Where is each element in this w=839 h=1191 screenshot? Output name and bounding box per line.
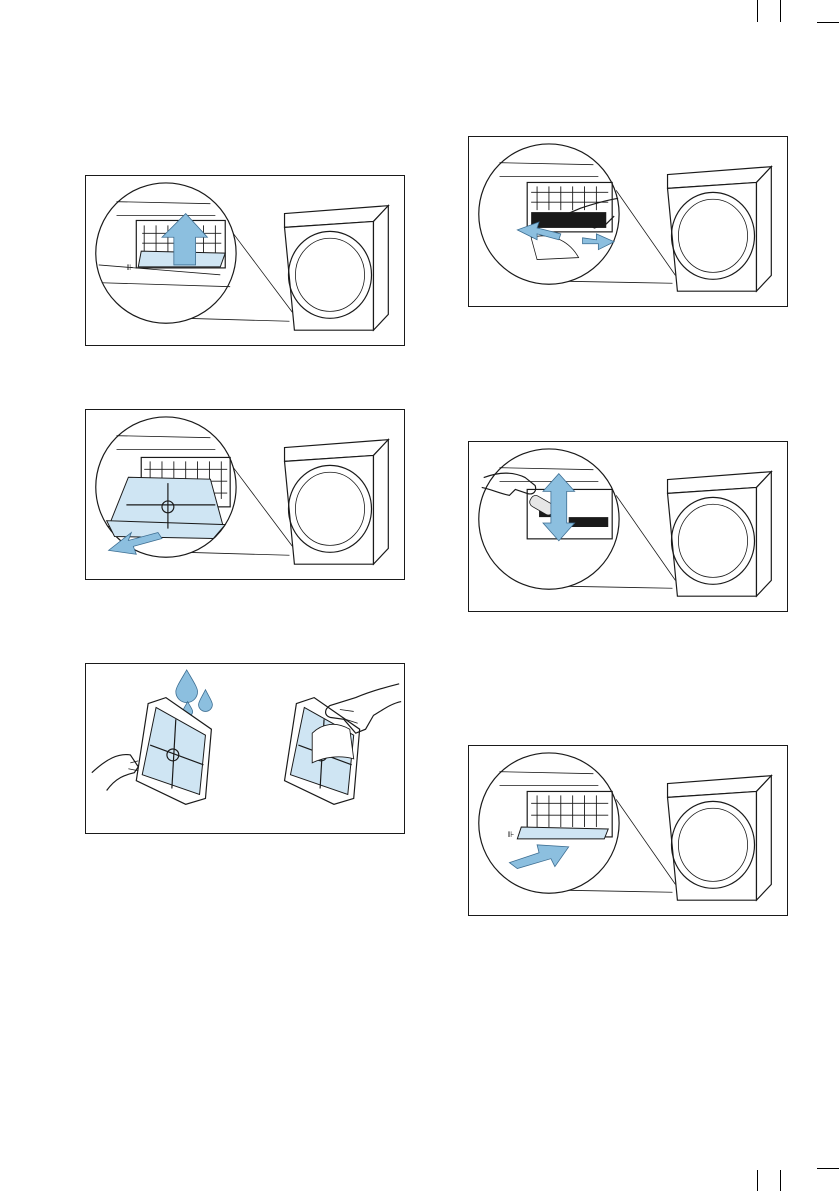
magnifier-detail — [96, 417, 236, 557]
magnifier-detail — [479, 144, 619, 284]
illustration-pull-out-filter — [85, 409, 405, 580]
crop-mark — [780, 0, 781, 22]
filter-cleaning-diagram — [86, 664, 404, 833]
magnifier-detail — [479, 449, 619, 589]
dryer-diagram: ⊪ — [469, 746, 787, 915]
crop-mark — [757, 1170, 758, 1191]
filter-left — [136, 698, 211, 805]
dryer-machine — [285, 440, 389, 565]
illustration-wipe-opening — [468, 136, 788, 307]
lock-symbol: ⊪ — [126, 263, 133, 272]
magnifier-detail: ⊪ — [96, 183, 236, 323]
dryer-machine — [285, 206, 389, 331]
crop-mark — [817, 1168, 839, 1169]
illustration-rinse-filter — [85, 663, 405, 834]
illustration-insert-filter: ⊪ — [468, 745, 788, 916]
dryer-machine — [668, 167, 772, 292]
hand-icon — [92, 755, 138, 791]
crop-mark — [757, 0, 758, 22]
illustration-clean-brush — [468, 441, 788, 612]
dryer-diagram — [469, 442, 787, 611]
dryer-diagram — [86, 410, 404, 579]
dryer-machine — [668, 776, 772, 901]
crop-mark — [780, 1170, 781, 1191]
dryer-diagram — [469, 137, 787, 306]
dryer-diagram: ⊪ — [86, 176, 404, 345]
lock-symbol: ⊪ — [507, 830, 514, 839]
dryer-machine — [668, 472, 772, 597]
illustration-lift-cover: ⊪ — [85, 175, 405, 346]
crop-mark — [817, 22, 839, 23]
cloth-icon — [312, 724, 354, 762]
magnifier-detail: ⊪ — [479, 753, 619, 893]
